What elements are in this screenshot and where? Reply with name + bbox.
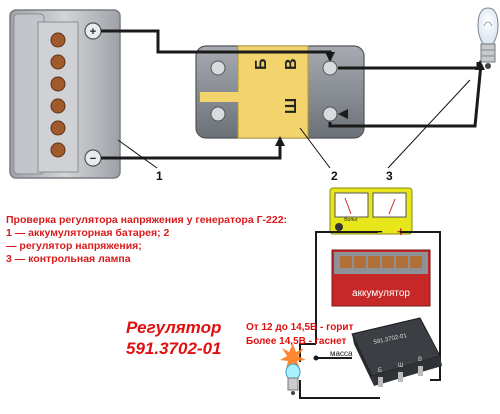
ground-label: масса: [330, 349, 353, 358]
regulator-screw: [210, 60, 226, 76]
chip-pin-sh: Ш: [398, 363, 404, 369]
callout-2: 2: [331, 169, 338, 183]
regulator-title: Регулятор: [126, 318, 222, 337]
control-lamp: [477, 7, 499, 69]
battery-minus-sign: −: [90, 153, 96, 165]
regulator-screw: [210, 106, 226, 122]
battery-label: аккумулятор: [352, 288, 410, 299]
battery: [9, 9, 121, 179]
arrow-tip: [275, 136, 285, 146]
callout-3: 3: [386, 169, 393, 183]
terminal-sh-screw: [322, 106, 338, 122]
arrow-tip: [325, 52, 335, 62]
voltage-regulator: [195, 45, 365, 139]
voltmeter-knob: [335, 223, 343, 231]
caption-line-2: — регулятор напряжения;: [6, 240, 142, 252]
caption-line-3: 3 — контрольная лампа: [6, 253, 131, 265]
terminal-v-screw: [322, 60, 338, 76]
voltmeter-label: Вольт: [344, 217, 358, 223]
terminal-b-label: Б: [253, 59, 270, 71]
caption-line-1: 1 — аккумуляторная батарея; 2: [6, 227, 170, 239]
callout-1: 1: [156, 169, 163, 183]
regulator-code: 591.3702-01: [126, 339, 222, 358]
arrow-tip: [338, 109, 348, 119]
arrow-tip: [475, 60, 485, 70]
chip-pin-b: Б: [378, 368, 382, 374]
lamp-off-note: Более 14,5В - гаснет: [246, 336, 347, 347]
chip-regulator: [351, 317, 442, 387]
lamp-on-note: От 12 до 14,5В - горит: [246, 322, 354, 333]
bottom-battery: [331, 249, 431, 307]
caption-title: Проверка регулятора напряжения у генерат…: [6, 214, 288, 226]
meter-minus-sign: −: [375, 224, 383, 239]
terminal-sh-label: Ш: [283, 98, 300, 114]
test-lamp: [280, 344, 306, 395]
chip-pin-v: В: [418, 357, 422, 363]
battery-cell-caps: [50, 32, 66, 158]
terminal-v-label: В: [283, 58, 300, 70]
battery-plus-sign: +: [90, 26, 96, 38]
voltmeter: [329, 187, 413, 235]
